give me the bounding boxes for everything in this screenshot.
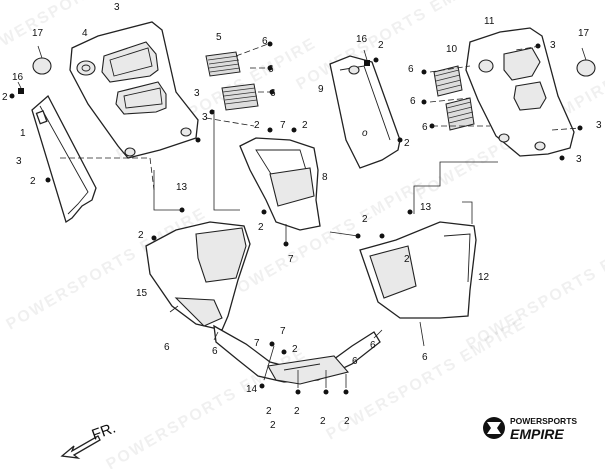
callout-6: 6 bbox=[422, 352, 428, 363]
callout-2: 2 bbox=[258, 222, 264, 233]
part-vent-grille-lower-left bbox=[221, 83, 259, 111]
part-12-right-floor-side-cover bbox=[359, 221, 477, 319]
logo-top-text: POWERSPORTS bbox=[510, 416, 577, 426]
logo-bottom-text: EMPIRE bbox=[510, 426, 564, 442]
part-10-vent-grille-upper-right bbox=[433, 65, 463, 97]
callout-2: 2 bbox=[292, 344, 298, 355]
callout-16: 16 bbox=[12, 72, 24, 83]
callout-6: 6 bbox=[212, 346, 218, 357]
part-11-right-leg-shield-cover bbox=[465, 27, 575, 157]
callout-2: 2 bbox=[266, 406, 272, 417]
assembly-lines bbox=[60, 43, 581, 388]
callout-2: 2 bbox=[2, 92, 8, 103]
callout-8: 8 bbox=[322, 172, 328, 183]
svg-text:o: o bbox=[362, 128, 368, 139]
part-17-emblem-right bbox=[576, 47, 596, 77]
callout-2: 2 bbox=[404, 138, 410, 149]
part-14-floor-center-lower-cover bbox=[213, 324, 381, 385]
callout-2: 2 bbox=[294, 406, 300, 417]
powersports-empire-logo: POWERSPORTS EMPIRE bbox=[483, 416, 577, 442]
callout-14: 14 bbox=[246, 384, 258, 395]
logo-mark-icon bbox=[483, 417, 505, 439]
callout-6: 6 bbox=[370, 340, 376, 351]
fastener-set bbox=[9, 41, 583, 395]
callout-7: 7 bbox=[288, 254, 294, 265]
callout-6: 6 bbox=[270, 88, 276, 99]
callout-1: 1 bbox=[20, 128, 26, 139]
part-17-emblem-left bbox=[32, 45, 52, 75]
callout-11: 11 bbox=[484, 16, 495, 27]
part-15-left-floor-side-cover bbox=[145, 221, 251, 331]
callout-2: 2 bbox=[320, 416, 326, 427]
callout-3: 3 bbox=[596, 120, 602, 131]
callout-2: 2 bbox=[404, 254, 410, 265]
callout-6: 6 bbox=[408, 64, 414, 75]
callout-6: 6 bbox=[164, 342, 170, 353]
callout-3: 3 bbox=[202, 112, 208, 123]
callout-2: 2 bbox=[138, 230, 144, 241]
watermark-text: POWERSPORTS EMPIRE bbox=[464, 225, 605, 354]
callout-4: 4 bbox=[82, 28, 88, 39]
callout-17: 17 bbox=[578, 28, 590, 39]
front-direction-label: FR. bbox=[90, 420, 119, 444]
callout-3: 3 bbox=[576, 154, 582, 165]
part-9-inner-center-panel: o bbox=[329, 55, 401, 169]
callout-2: 2 bbox=[254, 120, 260, 131]
callout-6: 6 bbox=[410, 96, 416, 107]
callout-6: 6 bbox=[262, 36, 268, 47]
callout-3: 3 bbox=[194, 88, 200, 99]
callout-12: 12 bbox=[478, 272, 490, 283]
callout-2: 2 bbox=[270, 420, 276, 431]
callout-3: 3 bbox=[114, 2, 120, 13]
part-1-side-trim-panel bbox=[31, 94, 97, 224]
callout-2: 2 bbox=[344, 416, 350, 427]
callout-7: 7 bbox=[280, 120, 286, 131]
front-direction-indicator: FR. bbox=[60, 420, 119, 459]
callout-6: 6 bbox=[352, 356, 358, 367]
part-5-vent-grille-upper-left bbox=[205, 51, 241, 77]
callout-10: 10 bbox=[446, 44, 458, 55]
watermark-text: POWERSPORTS EMPIRE bbox=[104, 345, 310, 469]
callout-16: 16 bbox=[356, 34, 368, 45]
callout-13: 13 bbox=[420, 202, 432, 213]
callout-labels: 1 16 2 17 3 2 3 4 5 6 6 6 3 3 2 7 2 8 9 … bbox=[2, 2, 602, 431]
callout-13: 13 bbox=[176, 182, 188, 193]
callout-17: 17 bbox=[32, 28, 44, 39]
callout-9: 9 bbox=[318, 84, 324, 95]
part-vent-grille-lower-right bbox=[445, 97, 475, 131]
callout-2: 2 bbox=[302, 120, 308, 131]
watermark-text: POWERSPORTS EMPIRE bbox=[294, 0, 500, 93]
callout-2: 2 bbox=[378, 40, 384, 51]
front-arrow-icon bbox=[60, 435, 101, 459]
part-16-plug-center bbox=[363, 49, 370, 66]
part-4-left-leg-shield-cover bbox=[69, 21, 199, 159]
callout-7: 7 bbox=[280, 326, 286, 337]
callout-3: 3 bbox=[16, 156, 22, 167]
callout-3: 3 bbox=[550, 40, 556, 51]
callout-2: 2 bbox=[362, 214, 368, 225]
callout-6: 6 bbox=[268, 64, 274, 75]
callout-5: 5 bbox=[216, 32, 222, 43]
callout-6: 6 bbox=[422, 122, 428, 133]
part-16-plug-left bbox=[17, 81, 24, 94]
callout-15: 15 bbox=[136, 288, 148, 299]
part-8-center-front-lower-panel bbox=[239, 137, 321, 231]
callout-7: 7 bbox=[254, 338, 260, 349]
callout-2: 2 bbox=[30, 176, 36, 187]
